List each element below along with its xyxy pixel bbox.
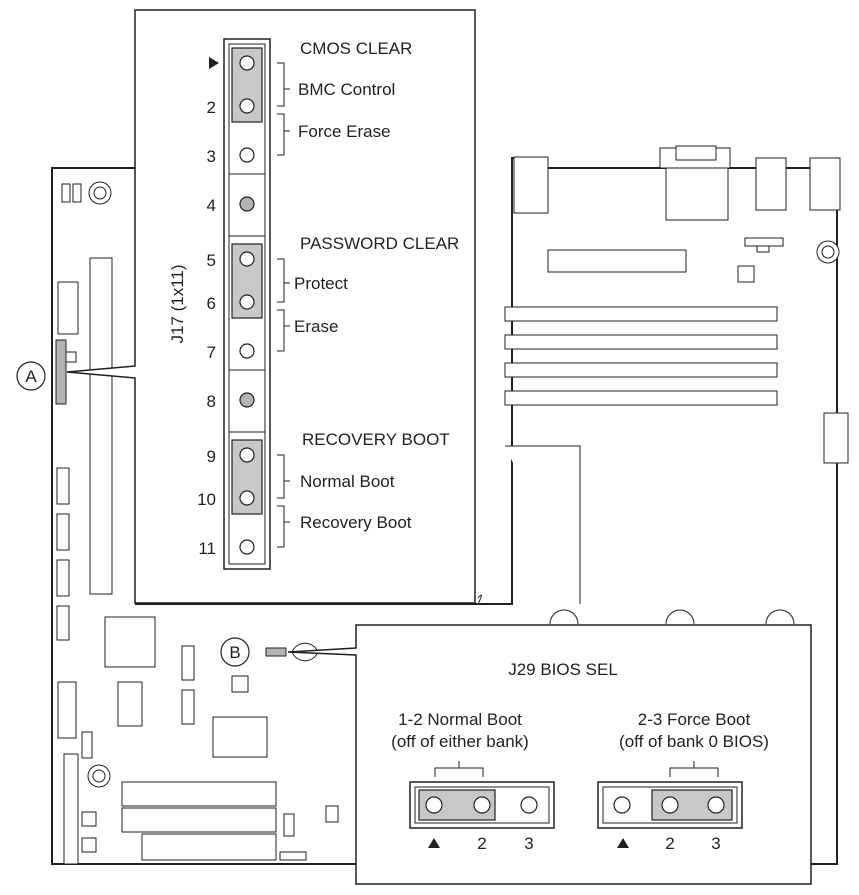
svg-text:4: 4 (207, 196, 216, 215)
callout-a: A (16, 361, 46, 391)
j29-normal-line1: 1-2 Normal Boot (398, 710, 522, 729)
svg-text:9: 9 (207, 447, 216, 466)
password-option-protect: Protect (294, 274, 348, 293)
j29-normal-pin1-icon (428, 838, 440, 848)
j17-brackets (277, 62, 290, 548)
callout-a-letter: A (25, 367, 37, 386)
svg-text:2: 2 (477, 834, 486, 853)
j29-title: J29 BIOS SEL (508, 660, 618, 679)
j29-header-location (265, 647, 287, 657)
svg-text:3: 3 (711, 834, 720, 853)
j17-header-location (55, 339, 67, 405)
j17-label: J17 (1x11) (168, 264, 187, 343)
svg-text:10: 10 (197, 490, 216, 509)
svg-text:7: 7 (207, 343, 216, 362)
j17-pin-numbers: 2 3 4 5 6 7 8 9 10 11 (197, 98, 216, 558)
password-jumper (231, 243, 263, 319)
svg-text:8: 8 (207, 392, 216, 411)
svg-text:3: 3 (207, 147, 216, 166)
j17-pins (239, 55, 255, 555)
j17-detail-panel: J17 (1x11) 2 (66, 9, 476, 604)
j29-force-line2: (off of bank 0 BIOS) (619, 732, 769, 751)
rear-io-connectors (513, 145, 841, 221)
j29-force-line1: 2-3 Force Boot (638, 710, 751, 729)
svg-text:11: 11 (198, 539, 216, 558)
recovery-option-recovery: Recovery Boot (300, 513, 412, 532)
recovery-boot-title: RECOVERY BOOT (302, 430, 450, 449)
svg-text:2: 2 (207, 98, 216, 117)
callout-b-letter: B (229, 643, 240, 662)
cmos-option-bmc: BMC Control (298, 80, 395, 99)
cmos-clear-title: CMOS CLEAR (300, 39, 412, 58)
j29-detail-panel: J29 BIOS SEL 1-2 Normal Boot (off of eit… (287, 624, 812, 885)
svg-text:2: 2 (665, 834, 674, 853)
password-option-erase: Erase (294, 317, 338, 336)
callout-b: B (220, 637, 250, 667)
svg-text:6: 6 (207, 294, 216, 313)
cmos-option-force: Force Erase (298, 122, 391, 141)
svg-text:5: 5 (207, 251, 216, 270)
board-components (56, 183, 849, 865)
password-clear-title: PASSWORD CLEAR (300, 234, 459, 253)
j29-normal-line2: (off of either bank) (391, 732, 529, 751)
mounting-holes (87, 181, 840, 788)
svg-text:3: 3 (524, 834, 533, 853)
recovery-option-normal: Normal Boot (300, 472, 395, 491)
pin1-marker-icon (209, 57, 219, 69)
j29-force-pin1-icon (617, 838, 629, 848)
